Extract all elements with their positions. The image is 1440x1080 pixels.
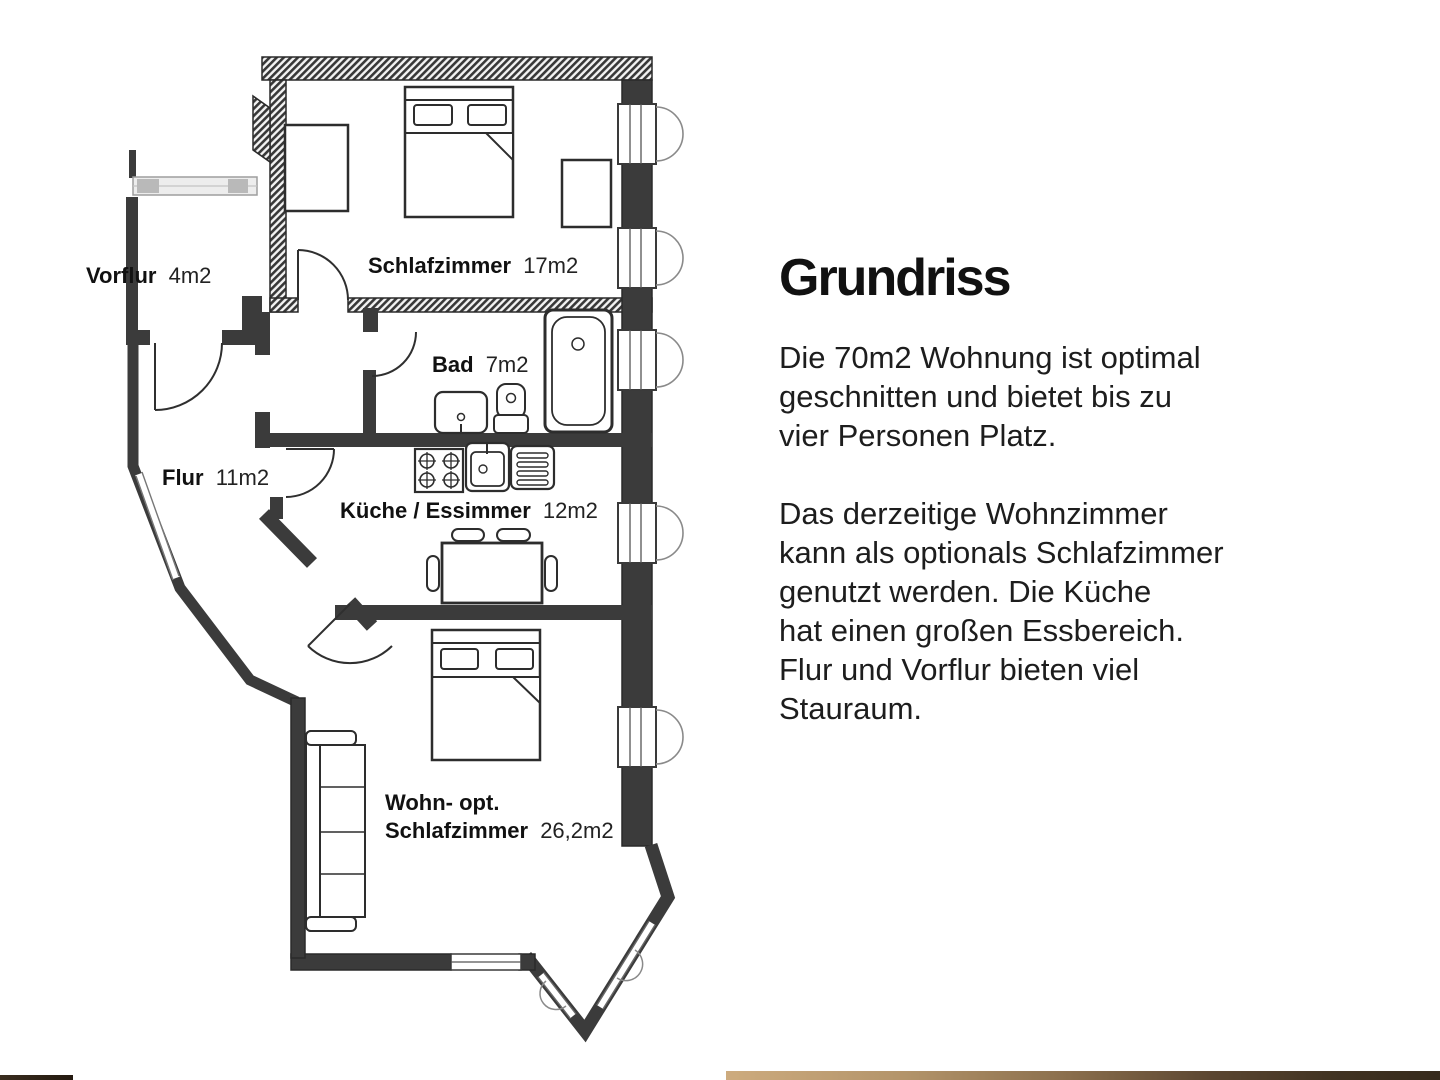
label-vorflur: Vorflur 4m2: [86, 263, 211, 288]
window-bay-right: [596, 920, 656, 1010]
window-bay-left: [537, 972, 577, 1019]
stove: [413, 447, 465, 494]
window-bottom-wall: [450, 953, 522, 971]
label-wohnzimmer-line2: Schlafzimmer 26,2m2: [385, 818, 614, 843]
entry-door-band: [132, 176, 258, 196]
window-schlafzimmer-2: [617, 227, 684, 289]
door-kueche: [285, 448, 335, 498]
window-flur-diagonal: [135, 471, 180, 581]
bottom-left-photo-edge: [0, 1075, 73, 1080]
window-schlafzimmer-1: [617, 103, 684, 165]
label-kueche: Küche / Essimmer 12m2: [340, 498, 598, 523]
window-wohnzimmer: [617, 706, 684, 768]
sofa: [305, 730, 366, 932]
wohnzimmer-furniture: [305, 628, 542, 932]
washbasin: [433, 390, 489, 435]
doors: [154, 249, 417, 665]
dining-table: [426, 528, 558, 605]
label-flur: Flur 11m2: [162, 465, 269, 490]
label-wohnzimmer-line1: Wohn- opt.: [385, 790, 499, 815]
drainer: [509, 444, 556, 491]
nightstand: [560, 158, 613, 229]
door-schlafzimmer: [297, 249, 349, 301]
toilet: [493, 383, 529, 434]
label-schlafzimmer: Schlafzimmer 17m2: [368, 253, 578, 278]
double-bed-2: [430, 628, 542, 762]
bathtub: [543, 308, 614, 434]
door-vorflur: [154, 342, 223, 411]
description-paragraph-2: Das derzeitige Wohnzimmer kann als optio…: [779, 496, 1224, 726]
description-paragraph-1: Die 70m2 Wohnung ist optimal geschnitten…: [779, 340, 1201, 453]
door-wohnzimmer: [307, 603, 393, 665]
window-bad: [617, 329, 684, 391]
kueche-furniture: [413, 441, 558, 605]
interior-walls: [126, 150, 652, 631]
bottom-right-photo-edge: [726, 1071, 1440, 1080]
description-panel: Grundriss Die 70m2 Wohnung ist optimal g…: [779, 248, 1354, 728]
label-bad: Bad 7m2: [432, 352, 528, 377]
schlafzimmer-furniture: [283, 85, 613, 229]
kitchen-sink: [464, 441, 511, 493]
double-bed: [403, 85, 515, 219]
room-labels: Vorflur 4m2 Schlafzimmer 17m2 Bad 7m2 Fl…: [86, 253, 614, 843]
page-title: Grundriss: [779, 249, 1012, 307]
floorplan-drawing: Vorflur 4m2 Schlafzimmer 17m2 Bad 7m2 Fl…: [86, 56, 684, 1043]
bad-fixtures: [433, 308, 614, 435]
door-bad: [371, 331, 417, 377]
windows: [135, 103, 684, 1019]
window-kueche: [617, 502, 684, 564]
wardrobe: [283, 123, 350, 213]
